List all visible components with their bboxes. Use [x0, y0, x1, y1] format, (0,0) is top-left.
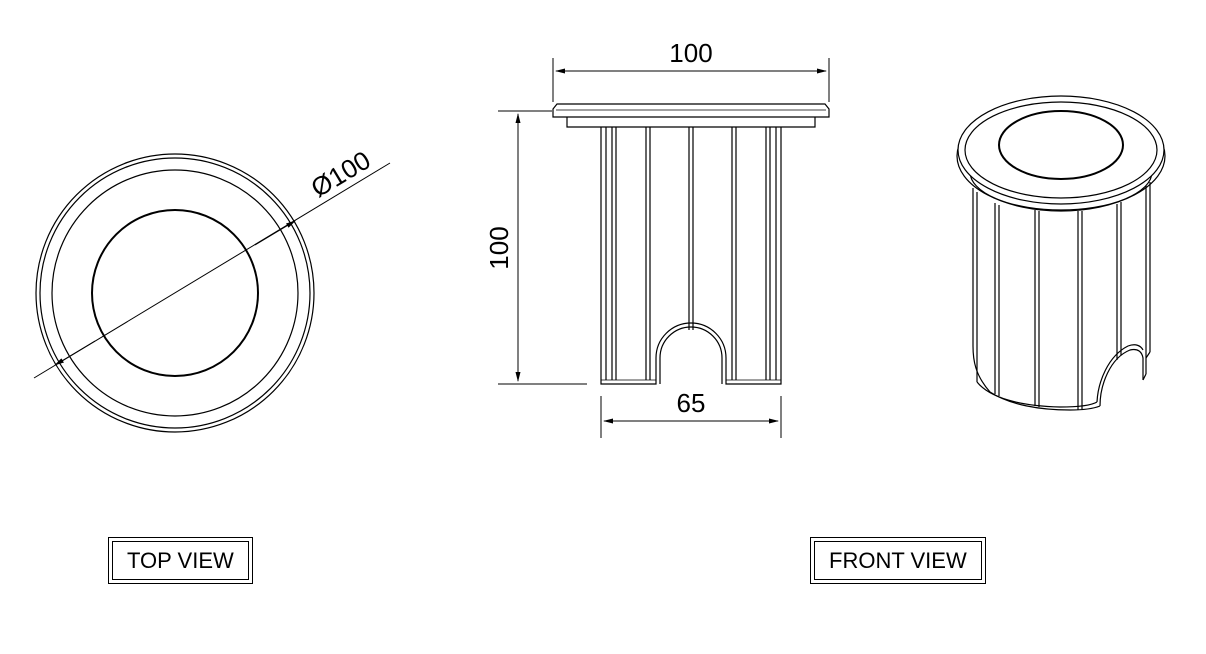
side-view-width-label: 100: [669, 38, 712, 68]
top-view-caption: TOP VIEW: [112, 541, 249, 580]
side-view-notch-inner: [659, 326, 723, 384]
front-view-caption: FRONT VIEW: [814, 541, 982, 580]
iso-notch-edge-2: [1145, 351, 1151, 359]
top-view-outer-rim: [35, 153, 315, 433]
side-view-height-dimension: [498, 110, 587, 385]
top-view-lens: [91, 209, 259, 377]
side-view-collar: [566, 117, 816, 128]
iso-notch-inner: [1096, 344, 1144, 403]
iso-notch: [1099, 348, 1144, 407]
top-view-arrow-2: [254, 220, 296, 246]
iso-notch-edge: [1142, 373, 1147, 381]
iso-flange-inner: [964, 101, 1158, 199]
side-view-base-dimension: [600, 396, 782, 438]
side-view-height-label: 100: [484, 226, 514, 269]
iso-body-bottom: [972, 345, 1101, 411]
top-view: [33, 153, 391, 433]
iso-lens: [998, 110, 1124, 180]
iso-flange-top: [957, 95, 1165, 205]
side-view: [552, 103, 830, 385]
top-view-flange: [51, 169, 299, 417]
side-view-base-width-label: 65: [677, 388, 706, 418]
top-view-diameter-label: Ø100: [306, 145, 376, 203]
side-view-width-dimension: [552, 58, 830, 102]
iso-body-bottom-inner: [976, 381, 1098, 408]
top-view-caption-box: TOP VIEW: [108, 537, 253, 584]
side-view-body-outline: [600, 127, 782, 385]
side-view-flange-top: [552, 103, 830, 118]
front-view-caption-box: FRONT VIEW: [810, 537, 986, 584]
top-view-arrow-1: [54, 340, 96, 366]
top-view-outer-rim-inner: [39, 157, 311, 429]
iso-view: [956, 95, 1166, 411]
